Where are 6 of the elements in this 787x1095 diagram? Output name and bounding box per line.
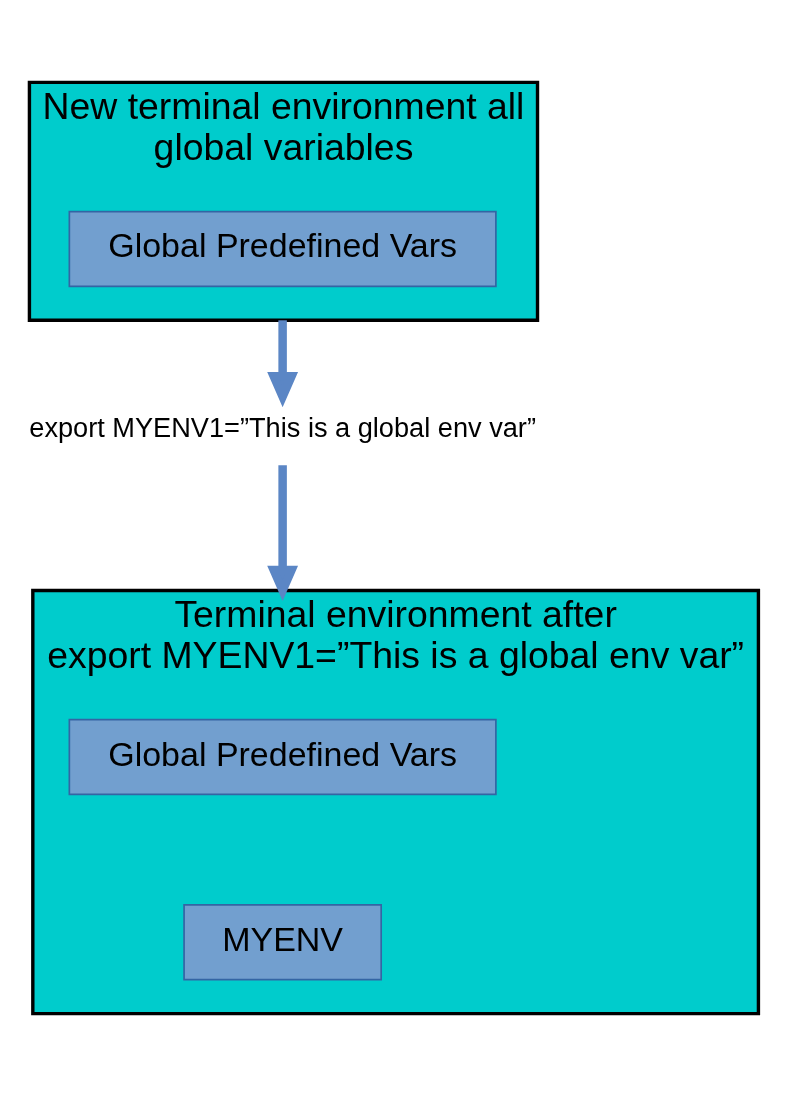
node-text: export MYENV1=”This is a global env var” xyxy=(29,411,536,443)
node-box: MYENV xyxy=(183,903,383,980)
arrow xyxy=(267,319,299,407)
node-box: Global Predefined Vars xyxy=(68,210,497,287)
node-box: Global Predefined Vars xyxy=(68,718,497,795)
arrow xyxy=(267,464,299,601)
